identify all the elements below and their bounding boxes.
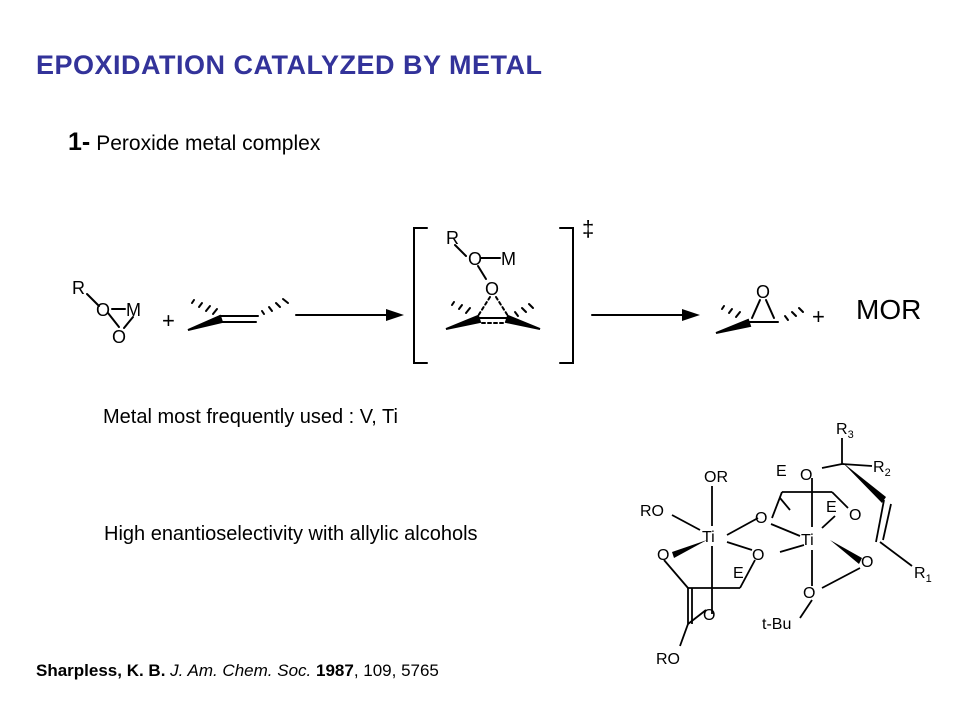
ts-wedge-right: [504, 314, 541, 330]
catalyst-o-lower: O: [703, 607, 715, 624]
citation-journal: J. Am. Chem. Soc.: [170, 661, 312, 680]
catalyst-structure: [663, 438, 913, 647]
catalyst-o-tbu: O: [803, 585, 815, 602]
citation: Sharpless, K. B. J. Am. Chem. Soc. 1987,…: [36, 661, 439, 681]
catalyst-o-bridge-2: O: [752, 547, 764, 564]
catalyst-ti-2: Ti: [801, 532, 814, 549]
bond-r-o: [86, 293, 100, 307]
catalyst-or-top: OR: [704, 469, 728, 486]
product-co-left: [751, 299, 761, 319]
arrow-2-head: [682, 309, 700, 321]
plus-sign-2: +: [812, 304, 825, 329]
byproduct-mor: MOR: [856, 294, 921, 325]
section-number: 1-: [68, 128, 91, 156]
wedge-bond: [187, 314, 224, 331]
product-hash-right: [784, 307, 804, 321]
section-heading: 1-Peroxide metal complex: [68, 128, 320, 157]
catalyst-o-alkoxide: O: [861, 554, 873, 571]
ts-m: M: [501, 249, 516, 269]
citation-rest: , 109, 5765: [353, 661, 439, 680]
ts-bond-o-c2: [495, 296, 509, 317]
ts-r: R: [446, 228, 459, 248]
ts-wedge-left: [445, 314, 482, 330]
reagent-r: R: [72, 278, 85, 298]
catalyst-r2: R2: [873, 459, 891, 479]
catalyst-o-carbonyl: O: [849, 507, 861, 524]
catalyst-tbu: t-Bu: [762, 616, 791, 633]
ts-bond-r-o: [454, 244, 467, 257]
bracket-right: [559, 227, 574, 364]
product-o: O: [756, 282, 770, 302]
ts-bond-o-c1: [477, 296, 491, 317]
plus-sign-1: +: [162, 308, 175, 333]
hash-bond-left: [191, 299, 218, 315]
catalyst-ti-1: Ti: [702, 529, 715, 546]
citation-year: 1987: [315, 661, 354, 680]
catalyst-r1: R1: [914, 565, 932, 585]
catalyst-ro-left: RO: [640, 503, 664, 520]
bracket-left: [413, 227, 428, 364]
catalyst-o-top: O: [800, 467, 812, 484]
slide-title: EPOXIDATION CATALYZED BY METAL: [36, 50, 543, 80]
catalyst-e-2: E: [776, 463, 787, 480]
product-hash-left: [721, 305, 741, 318]
catalyst-ro-bottom: RO: [656, 651, 680, 668]
catalyst-e-3: E: [826, 499, 837, 516]
ts-hash-left: [451, 301, 471, 314]
reagent-m: M: [126, 300, 141, 320]
ts-o1: O: [468, 249, 482, 269]
hash-bond-right: [261, 298, 289, 315]
catalyst-o-left: O: [657, 547, 669, 564]
ts-hash-right: [514, 303, 534, 317]
product-co-right: [765, 299, 775, 319]
dagger-symbol: ‡: [582, 216, 594, 241]
citation-authors: Sharpless, K. B.: [36, 661, 166, 680]
ts-bond-o-o: [477, 265, 487, 280]
arrow-1-head: [386, 309, 404, 321]
catalyst-e-1: E: [733, 565, 744, 582]
reagent-o1: O: [96, 300, 110, 320]
reagent-o2: O: [112, 327, 126, 347]
catalyst-r3: R3: [836, 421, 854, 441]
product-wedge: [715, 318, 752, 334]
bond-m-o: [123, 316, 134, 329]
enantioselectivity-note: High enantioselectivity with allylic alc…: [104, 523, 478, 545]
section-label: Peroxide metal complex: [96, 132, 321, 155]
bond-o-o: [107, 312, 120, 328]
catalyst-o-bridge-1: O: [755, 510, 767, 527]
ts-o2: O: [485, 279, 499, 299]
metal-note: Metal most frequently used : V, Ti: [103, 406, 398, 428]
